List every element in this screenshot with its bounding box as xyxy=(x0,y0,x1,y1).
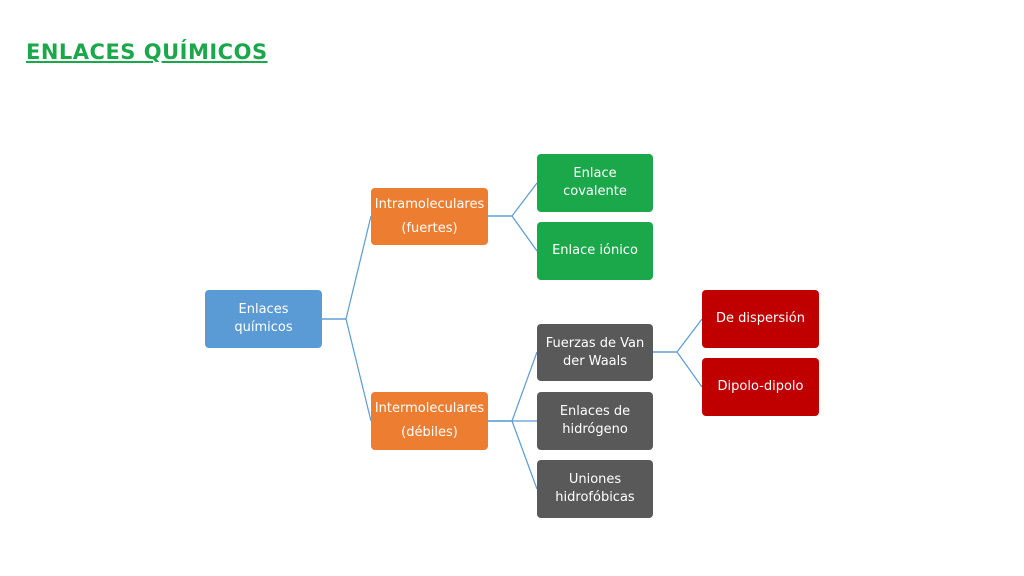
node-label-line2: (débiles) xyxy=(401,425,458,440)
node-label-line2: (fuertes) xyxy=(401,220,458,236)
connector-intra-covalente xyxy=(488,182,538,217)
node-fuerzas-van-der-waals: Fuerzas de Van der Waals xyxy=(537,324,653,381)
node-label-line1: Enlaces de xyxy=(559,404,631,419)
node-enlace-ionico: Enlace iónico xyxy=(537,222,653,280)
node-label: De dispersión xyxy=(716,311,805,326)
node-de-dispersion: De dispersión xyxy=(702,290,819,348)
node-label-line2: der Waals xyxy=(562,353,628,369)
connector-vdw-dispersion xyxy=(653,318,703,353)
node-label-line1: Intramoleculares xyxy=(374,196,485,212)
node-label: Enlace iónico xyxy=(552,243,638,258)
node-enlaces-de-hidrogeno: Enlaces de hidrógeno xyxy=(537,392,653,450)
node-enlace-covalente: Enlace covalente xyxy=(537,154,653,212)
node-label-line2: hidrofóbicas xyxy=(555,490,635,505)
node-intermoleculares: Intermoleculares (débiles) xyxy=(371,392,488,450)
node-label: Enlace covalente xyxy=(563,166,627,199)
connector-inter-vdw xyxy=(488,351,538,422)
node-label-line1: Fuerzas de Van xyxy=(545,335,645,351)
node-dipolo-dipolo: Dipolo-dipolo xyxy=(702,358,819,416)
node-intramoleculares: Intramoleculares (fuertes) xyxy=(371,188,488,245)
node-label: Dipolo-dipolo xyxy=(717,379,804,394)
connector-vdw-dipolo xyxy=(653,351,703,388)
connector-intra-ionico xyxy=(488,215,538,252)
connector-root-inter xyxy=(322,318,372,422)
node-label: Enlaces químicos xyxy=(234,302,293,335)
connector-inter-hidrofobicas xyxy=(488,420,538,490)
node-enlaces-quimicos: Enlaces químicos xyxy=(205,290,322,348)
node-label-line1: Uniones xyxy=(568,472,622,487)
node-label-line1: Intermoleculares xyxy=(374,401,485,416)
connector-root-intra xyxy=(322,215,372,320)
node-label-line2: hidrógeno xyxy=(562,422,628,437)
node-uniones-hidrofobicas: Uniones hidrofóbicas xyxy=(537,460,653,518)
page-title: ENLACES QUÍMICOS xyxy=(26,40,268,64)
